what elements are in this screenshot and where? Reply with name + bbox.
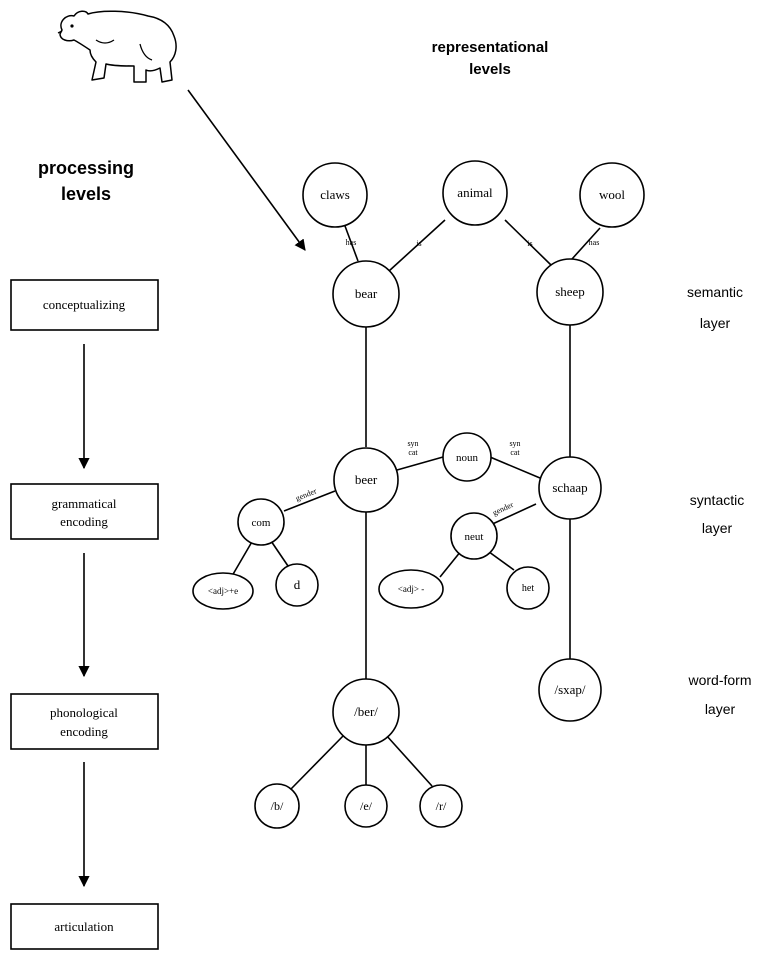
svg-text:cat: cat [510,448,520,457]
node-sxap-label: /sxap/ [554,682,585,697]
node-adj-minus [378,569,444,609]
node-neut [450,512,498,560]
representational-levels-title-line1: representational [432,39,549,56]
node-noun [442,432,492,482]
node-com [237,498,285,546]
bear-icon [57,10,177,83]
node-schaap-label: schaap [552,480,587,495]
box-grammatical-encoding-label-1: grammatical [52,496,117,511]
node-schaap [538,456,602,520]
processing-levels-title-line2: levels [61,184,111,204]
node-bear-label: bear [355,286,378,301]
processing-levels-title-line1: processing [38,158,134,178]
box-conceptualizing [10,279,159,331]
svg-text:has: has [346,238,357,247]
representational-levels-title-line2: levels [469,61,511,78]
node-het-label: het [522,583,534,594]
node-neut-label: neut [465,531,484,543]
node-sheep [536,258,604,326]
svg-text:is: is [416,239,421,248]
node-b-label: /b/ [271,799,284,813]
node-r [419,784,463,828]
node-bear [332,260,400,328]
node-ber-label: /ber/ [354,704,378,719]
box-phonological-encoding [10,693,159,750]
node-e-label: /e/ [360,799,373,813]
box-phonological-encoding-label-1: phonological [50,705,118,720]
svg-text:cat: cat [408,448,418,457]
node-beer [333,447,399,513]
svg-text:syn: syn [509,439,520,448]
svg-text:is: is [527,239,532,248]
node-het [506,566,550,610]
svg-text:syn: syn [407,439,418,448]
node-adj-minus-label: <adj> - [398,584,424,594]
node-b [254,783,300,829]
node-animal-label: animal [457,185,493,200]
layer-semantic-line2: layer [700,315,731,331]
box-articulation-label: articulation [54,919,114,934]
node-animal [442,160,508,226]
node-adj-e-label: <adj>+e [208,586,238,596]
node-beer-label: beer [355,472,378,487]
box-phonological-encoding-label-2: encoding [60,724,108,739]
node-sxap [538,658,602,722]
node-ber [332,678,400,746]
box-conceptualizing-label: conceptualizing [43,297,126,312]
layer-semantic-line1: semantic [687,284,743,300]
node-r-label: /r/ [436,799,447,813]
box-grammatical-encoding [10,483,159,540]
node-e [344,784,388,828]
box-articulation [10,903,159,950]
layer-word-form-line1: word-form [687,672,751,688]
layer-syntactic-line1: syntactic [690,492,744,508]
layer-word-form-line2: layer [705,701,736,717]
node-adj-e [192,572,254,610]
layer-syntactic-line2: layer [702,520,733,536]
node-wool [579,162,645,228]
node-claws-label: claws [320,187,350,202]
box-grammatical-encoding-label-2: encoding [60,514,108,529]
node-d-label: d [294,577,301,592]
node-noun-label: noun [456,452,479,464]
node-claws [302,162,368,228]
svg-text:gender: gender [294,486,318,503]
node-wool-label: wool [599,187,625,202]
bear-to-concept-arrow [187,89,306,251]
node-sheep-label: sheep [555,284,585,299]
node-com-label: com [252,517,271,529]
node-d [275,563,319,607]
svg-text:has: has [589,238,600,247]
